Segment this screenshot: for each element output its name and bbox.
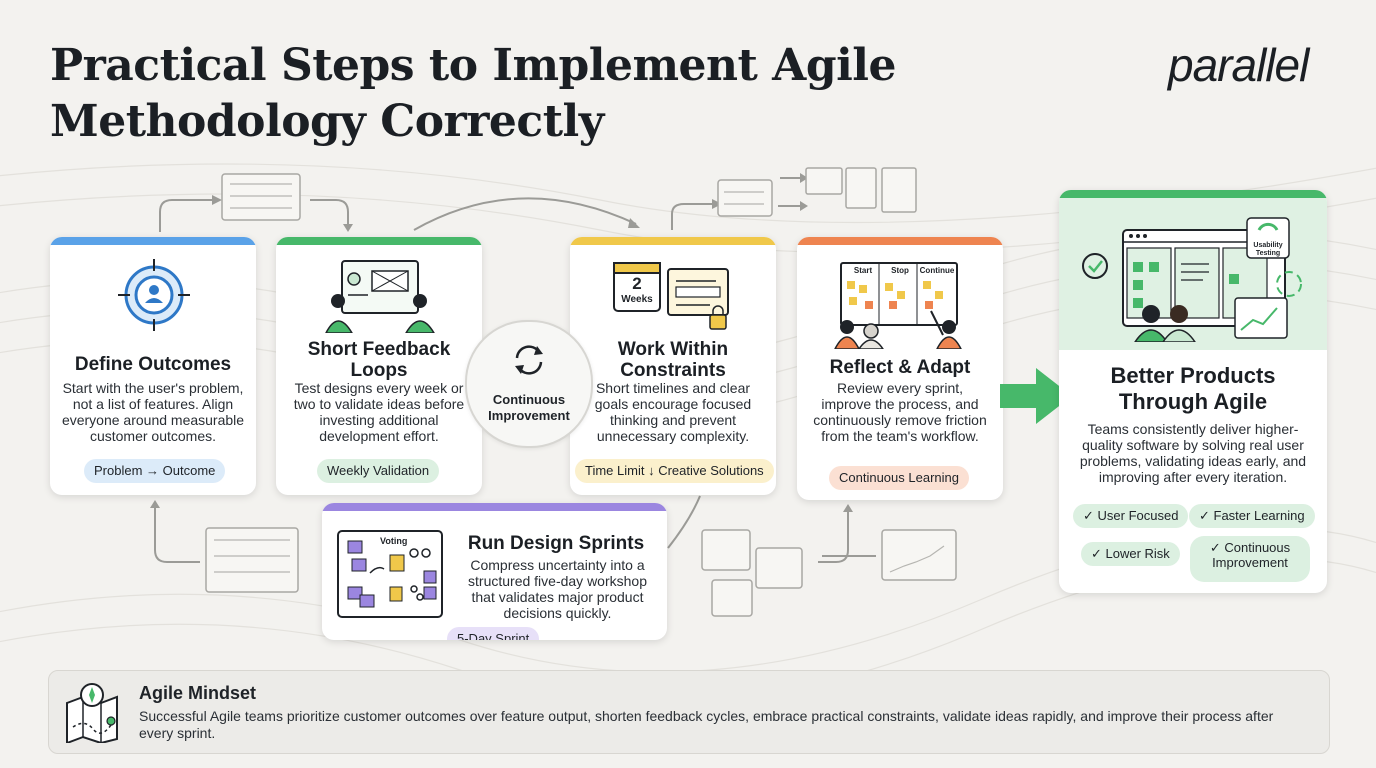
brand-logo: parallel: [1168, 39, 1309, 91]
card-tag: Time Limit ↓ Creative Solutions: [575, 459, 774, 483]
board-column-continue: Continue: [919, 266, 955, 275]
card-title: Run Design Sprints: [467, 533, 645, 554]
title-line-2: Methodology Correctly: [50, 96, 604, 147]
result-arrow-icon: [1000, 368, 1072, 424]
card-accent-bar: [276, 237, 482, 245]
result-description: Teams consistently deliver higher-qualit…: [1079, 421, 1307, 485]
card-accent-bar: [1059, 190, 1327, 198]
team-review-illustration: [325, 260, 435, 333]
card-title: Reflect & Adapt: [829, 357, 971, 378]
card-accent-bar: [322, 503, 667, 511]
calendar-timeline-illustration: [613, 262, 729, 330]
card-title: Short Feedback Loops: [276, 339, 482, 381]
card-tag: Weekly Validation: [317, 459, 440, 483]
usability-badge-line-2: Testing: [1255, 250, 1281, 257]
card-accent-bar: [797, 237, 1003, 245]
product-dashboard-illustration: [1082, 217, 1302, 342]
step-card-run-design-sprints: Voting Run Design Sprints Compress uncer…: [322, 503, 667, 640]
agile-mindset-panel: Agile Mindset Successful Agile teams pri…: [48, 670, 1330, 754]
cycle-arrows-icon: [515, 345, 543, 375]
card-title-line-2: Loops: [350, 360, 408, 381]
benefit-user-focused: ✓ User Focused: [1073, 504, 1189, 528]
result-title: Better Products Through Agile: [1059, 363, 1327, 415]
board-column-stop: Stop: [891, 266, 909, 275]
card-title-line-2: Constraints: [620, 360, 726, 381]
card-title: Work Within Constraints: [570, 339, 776, 381]
card-tag: 5-Day Sprint: [447, 627, 540, 640]
sprint-voting-board-illustration: [337, 530, 443, 618]
benefit-continuous-improvement-text: ✓ Continuous Improvement: [1209, 540, 1291, 570]
card-description: Test designs every week or two to valida…: [293, 380, 465, 444]
card-title: Define Outcomes: [74, 354, 232, 375]
hub-label-line-2: Improvement: [488, 408, 570, 423]
calendar-number: 2: [632, 274, 642, 293]
board-column-start: Start: [853, 266, 873, 275]
result-title-line-1: Better Products: [1110, 363, 1276, 388]
card-accent-bar: [50, 237, 256, 245]
mindset-description: Successful Agile teams prioritize custom…: [139, 708, 1274, 741]
card-description: Compress uncertainty into a structured f…: [468, 557, 647, 621]
card-title-line-1: Work Within: [617, 339, 729, 360]
step-card-reflect-adapt: Start Stop Continue Reflect & Adapt Revi…: [797, 237, 1003, 500]
hub-label-line-1: Continuous: [492, 392, 566, 407]
card-description: Short timelines and clear goals encourag…: [594, 380, 752, 444]
benefit-lower-risk: ✓ Lower Risk: [1081, 542, 1180, 566]
title-line-1: Practical Steps to Implement Agile: [50, 40, 897, 91]
card-description: Start with the user's problem, not a lis…: [61, 380, 245, 444]
result-card-better-products: Usability Testing Better Products Throug…: [1059, 190, 1327, 593]
card-title-line-1: Short Feedback: [307, 339, 451, 360]
target-user-icon: [118, 259, 190, 331]
result-title-line-2: Through Agile: [1118, 389, 1268, 414]
hub-label: Continuous Improvement: [467, 392, 591, 424]
usability-badge-line-1: Usability: [1253, 242, 1283, 249]
card-accent-bar: [570, 237, 776, 245]
card-description: Review every sprint, improve the process…: [813, 380, 987, 444]
continuous-improvement-hub: Continuous Improvement: [465, 320, 593, 448]
benefit-faster-learning: ✓ Faster Learning: [1189, 504, 1315, 528]
mindset-title: Agile Mindset: [139, 683, 257, 703]
card-tag: Problem → Outcome: [84, 459, 226, 483]
step-card-short-feedback-loops: Short Feedback Loops Test designs every …: [276, 237, 482, 495]
calendar-unit: Weeks: [621, 294, 653, 305]
board-label: Voting: [380, 536, 408, 546]
page-title: Practical Steps to Implement Agile Metho…: [50, 38, 897, 150]
step-card-work-within-constraints: 2 Weeks Work Within Constraints Short ti…: [570, 237, 776, 495]
retrospective-board-illustration: [834, 262, 962, 349]
map-compass-icon: [66, 683, 118, 743]
step-card-define-outcomes: Define Outcomes Start with the user's pr…: [50, 237, 256, 495]
card-tag: Continuous Learning: [829, 466, 969, 490]
benefit-continuous-improvement: ✓ Continuous Improvement: [1190, 536, 1310, 582]
